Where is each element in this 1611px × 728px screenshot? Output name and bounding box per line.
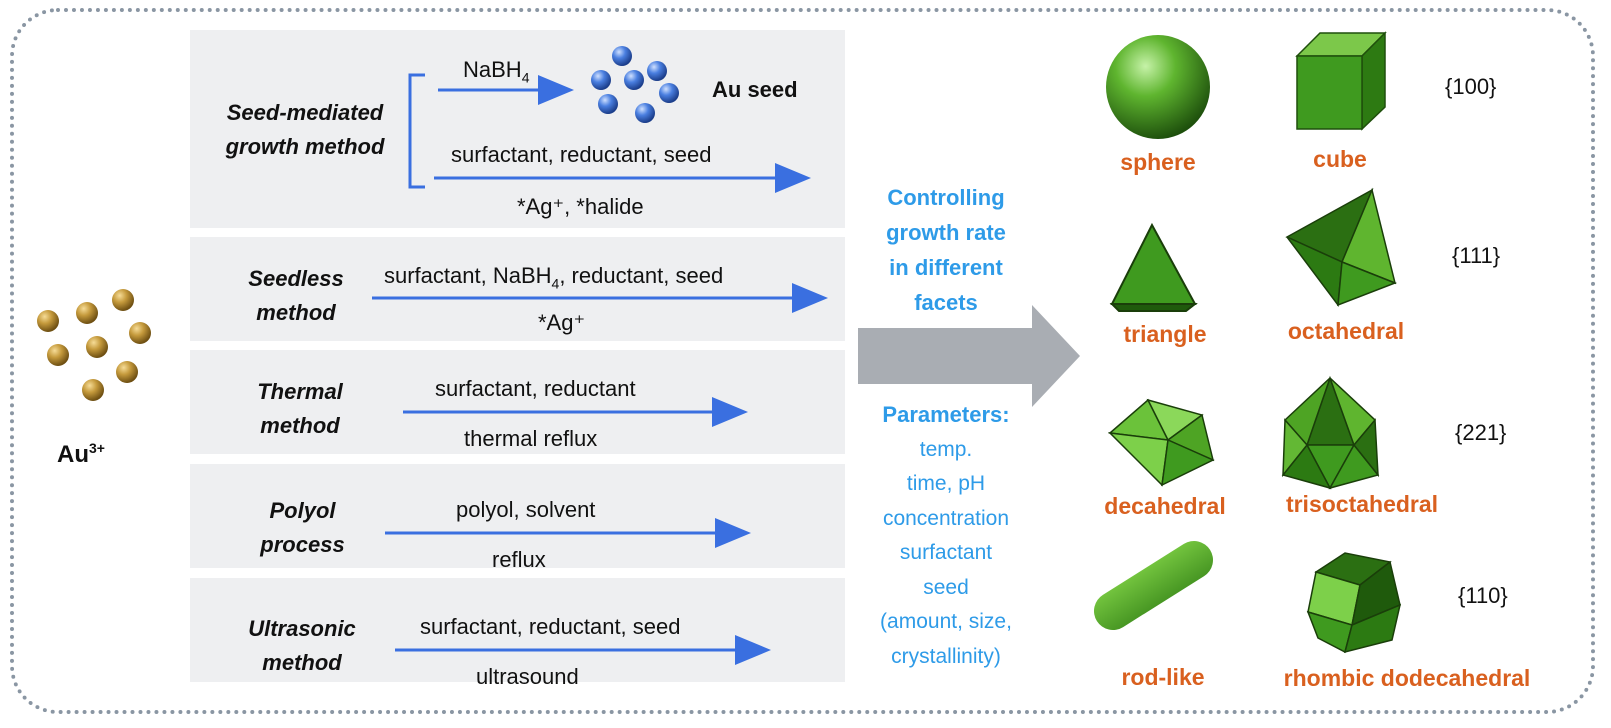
param-time-ph: time, pH [906,472,986,495]
controlling-line-4: facets [914,290,978,315]
polyol-above-label: polyol, solvent [456,497,596,522]
nabh4-text: NaBH [463,57,522,82]
seedless-above-text-b: , reductant, seed [559,263,724,288]
thermal-above-label: surfactant, reductant [435,376,636,401]
dotted-frame [10,8,1595,714]
seed-mediated-title: Seed-mediated growth method [225,100,385,159]
param-amount-size: (amount, size, [880,610,1012,633]
facet-111-label: {111} [1452,243,1501,268]
decahedral-label: decahedral [1104,493,1226,519]
sphere-label: sphere [1120,149,1196,175]
facet-110-label: {110} [1458,583,1508,608]
controlling-line-3: in different [889,255,1003,280]
seed-mediated-panel [190,30,845,228]
nabh4-label: NaBH4 [463,57,529,85]
ultrasonic-title: Ultrasonic method [248,616,356,675]
trisoctahedral-label: trisoctahedral [1285,491,1439,517]
octahedral-shape [1285,187,1398,308]
facet-221-label: {221} [1455,420,1507,445]
seed-mediated-bracket [408,73,425,189]
param-surfactant: surfactant [899,541,993,564]
parameters-text: Parameters: temp. time, pH concentration… [856,398,1036,674]
seedless-above-subscript: 4 [551,275,560,292]
cube-shape [1295,31,1387,131]
trisoctahedral-shape [1281,375,1380,490]
big-gray-arrow [858,305,1080,407]
nabh4-subscript: 4 [521,69,530,86]
param-concentration: concentration [882,506,1010,530]
seedless-panel [190,237,845,341]
rod-shape [1094,541,1213,630]
thermal-below-label: thermal reflux [464,426,598,451]
au3-superscript: 3+ [89,440,105,456]
polyol-panel [190,464,845,568]
triangle-shape [1109,222,1198,312]
au-seed-particles [591,46,679,123]
seed-mediated-below-label: *Ag⁺, *halide [517,194,644,219]
au-seed-label: Au seed [712,77,798,102]
thermal-title: Thermal method [257,379,343,438]
parameters-title: Parameters: [882,402,1010,427]
seedless-above-text-a: surfactant, NaBH [384,263,552,288]
param-seed: seed [923,575,969,599]
seed-mediated-above-label: surfactant, reductant, seed [451,142,712,167]
param-crystallinity: crystallinity) [891,644,1001,668]
cube-label: cube [1313,146,1367,172]
facet-100-label: {100} [1445,74,1497,99]
polyol-title: Polyol process [260,498,345,557]
au3-label: Au3+ [57,440,105,469]
decahedral-shape [1107,398,1215,487]
octahedral-label: octahedral [1287,318,1405,344]
rhombic-dodecahedral-shape [1306,552,1402,654]
au3-particles [37,289,151,401]
rod-like-label: rod-like [1121,664,1205,690]
param-temp: temp. [919,437,973,461]
au3-text: Au [57,441,89,468]
seedless-below-label: *Ag⁺ [538,310,586,335]
rhombic-dodecahedral-label: rhombic dodecahedral [1283,665,1531,691]
ultrasonic-above-label: surfactant, reductant, seed [420,614,681,639]
seedless-title: Seedless method [248,266,344,325]
controlling-line-1: Controlling [887,185,1005,210]
seedless-above-label: surfactant, NaBH4, reductant, seed [384,263,723,291]
triangle-label: triangle [1123,321,1207,347]
sphere-shape [1106,35,1210,139]
controlling-line-2: growth rate [886,220,1006,245]
controlling-text: Controlling growth rate in different fac… [866,180,1026,320]
ultrasonic-below-label: ultrasound [476,664,579,689]
polyol-below-label: reflux [492,547,546,572]
